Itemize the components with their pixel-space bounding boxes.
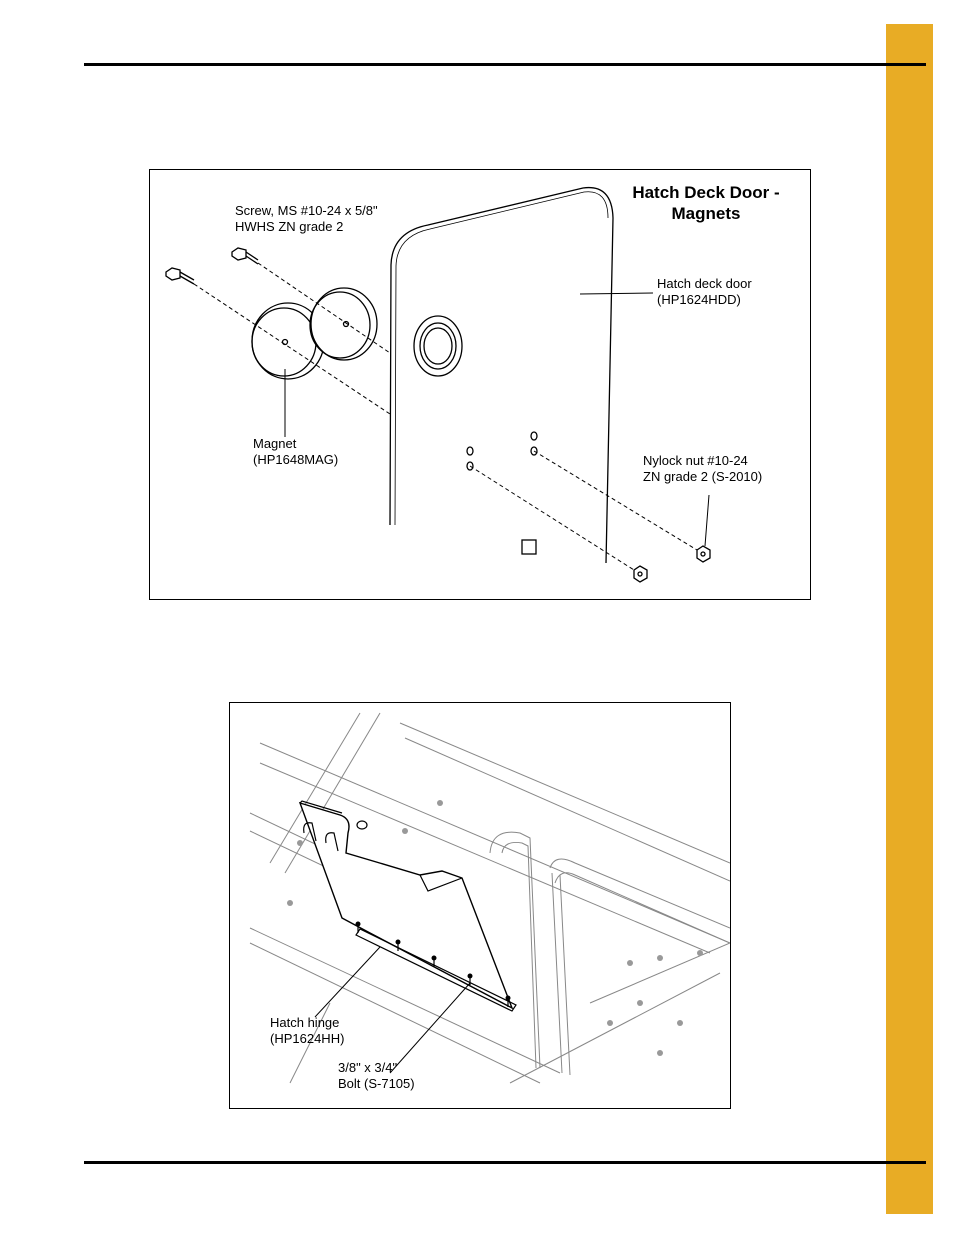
screw-left	[165, 267, 181, 281]
door-latch-hole	[356, 820, 368, 830]
hatch-door-panel	[298, 801, 514, 1010]
door-porthole	[413, 315, 463, 377]
hinge-bracket-right	[325, 832, 339, 852]
figure-hatch-hinge: Hatch hinge (HP1624HH) 3/8" x 3/4" Bolt …	[229, 702, 731, 1109]
bolt-label: 3/8" x 3/4" Bolt (S-7105)	[338, 1060, 415, 1091]
hinge-bracket-left	[303, 822, 317, 842]
footer-rule	[84, 1161, 926, 1164]
header-rule	[84, 63, 926, 66]
nut-bottom	[633, 565, 648, 583]
door-outline	[389, 186, 614, 564]
nut-right	[696, 545, 711, 563]
screw-right	[231, 247, 247, 261]
magnet-assembly-drawing	[165, 186, 711, 583]
nut-label: Nylock nut #10-24 ZN grade 2 (S-2010)	[643, 453, 763, 484]
hinge-label: Hatch hinge (HP1624HH)	[270, 1015, 345, 1046]
section-side-tab	[886, 24, 933, 1214]
screw-label: Screw, MS #10-24 x 5/8" HWHS ZN grade 2	[235, 203, 378, 234]
figure-title: Hatch Deck Door - Magnets	[632, 183, 780, 223]
hatch-hinge-strip	[355, 928, 517, 1012]
door-label: Hatch deck door (HP1624HDD)	[657, 276, 752, 307]
hatch-hinge-drawing	[249, 712, 730, 1084]
figure-hatch-deck-door-magnets: Hatch Deck Door - Magnets Screw, MS #10-…	[149, 169, 811, 600]
magnet-label: Magnet (HP1648MAG)	[253, 436, 339, 467]
